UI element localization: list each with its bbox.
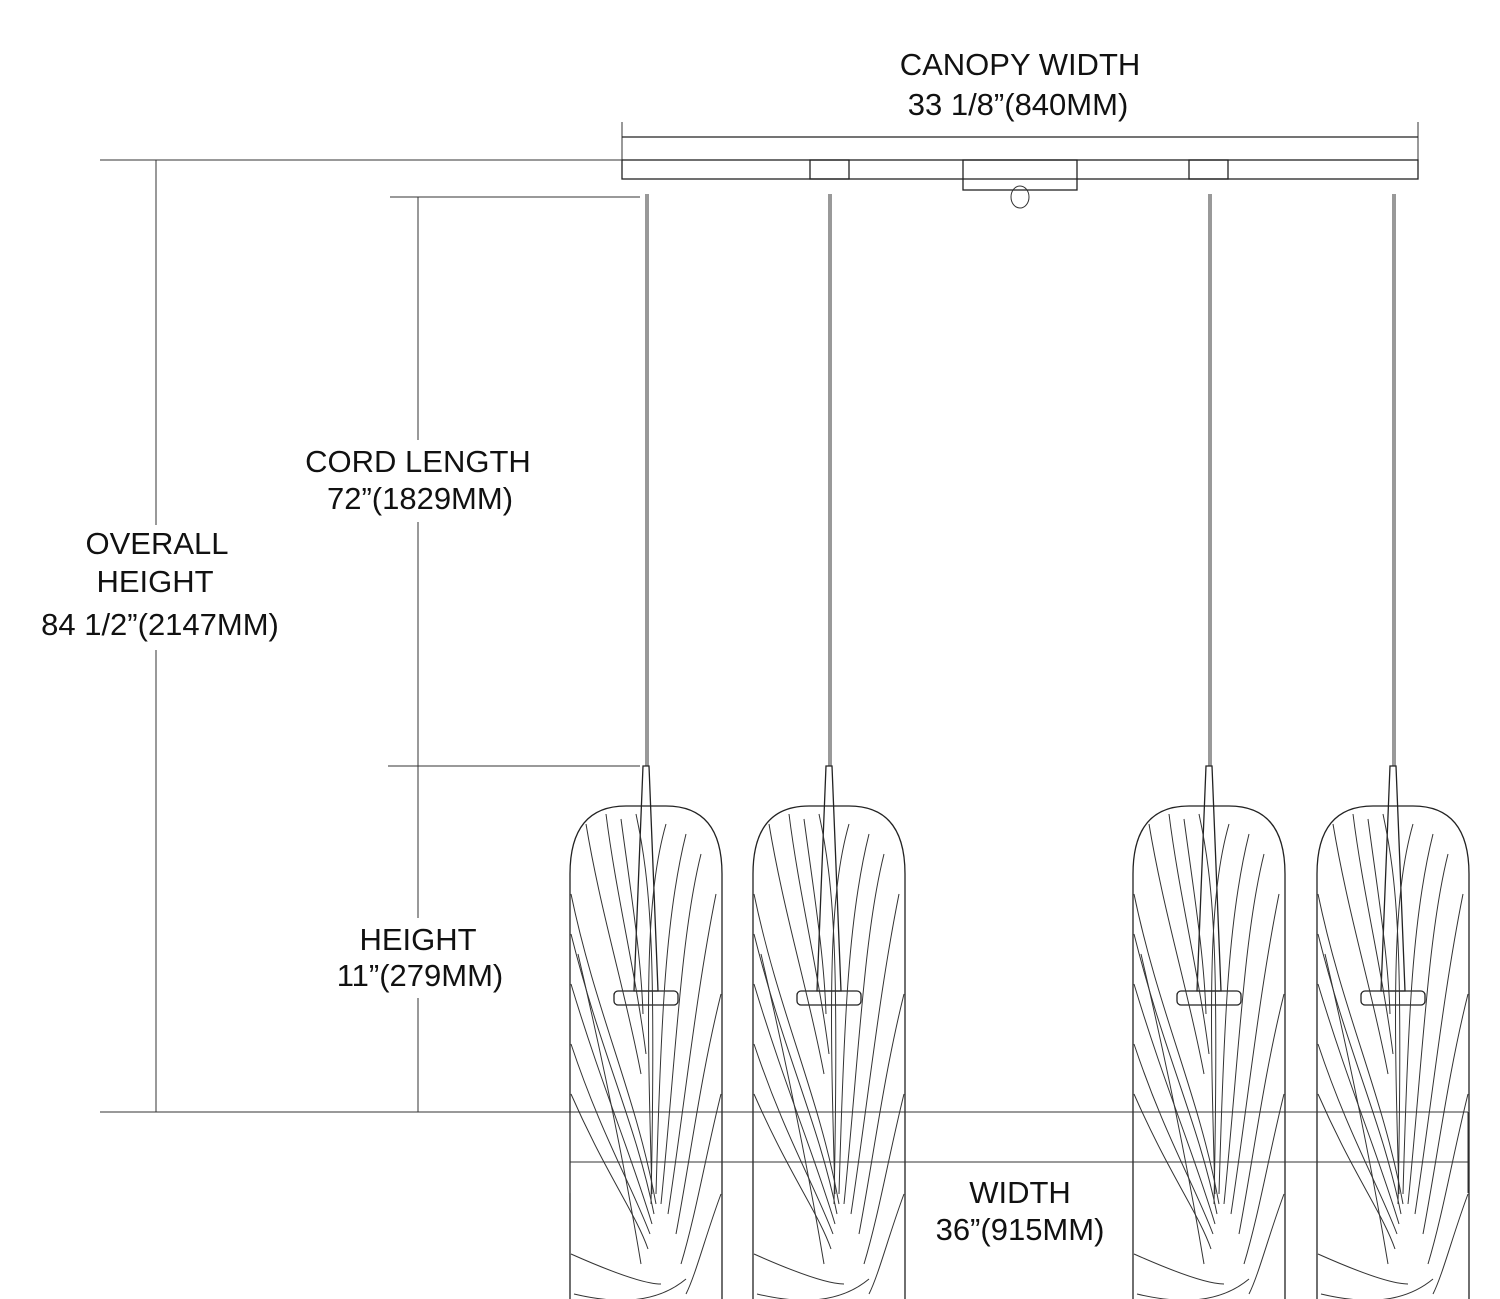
- cord-length-value: 72”(1829MM): [327, 481, 513, 516]
- width-value: 36”(915MM): [936, 1212, 1105, 1247]
- height-label: HEIGHT: [359, 922, 476, 957]
- pendant-3: [1132, 193, 1286, 1299]
- overall-height-dimension: [100, 159, 1468, 1113]
- cord-length-dimension: [388, 196, 640, 767]
- canopy: [621, 122, 1419, 209]
- cord-length-label: CORD LENGTH: [305, 444, 531, 479]
- canopy-width-label: CANOPY WIDTH: [900, 47, 1141, 82]
- width-dimension: [569, 1112, 1469, 1193]
- width-label: WIDTH: [969, 1175, 1071, 1210]
- overall-height-value: 84 1/2”(2147MM): [41, 607, 279, 642]
- pendant-1: [569, 193, 723, 1299]
- pendants: [569, 193, 1470, 1299]
- canopy-width-value: 33 1/8”(840MM): [908, 87, 1129, 122]
- overall-height-label-line1: OVERALL: [85, 526, 228, 561]
- pendant-4: [1316, 193, 1470, 1299]
- pendant-2: [752, 193, 906, 1299]
- height-value: 11”(279MM): [337, 958, 504, 993]
- overall-height-label-line2: HEIGHT: [96, 564, 213, 599]
- canopy-bulb: [1010, 185, 1030, 209]
